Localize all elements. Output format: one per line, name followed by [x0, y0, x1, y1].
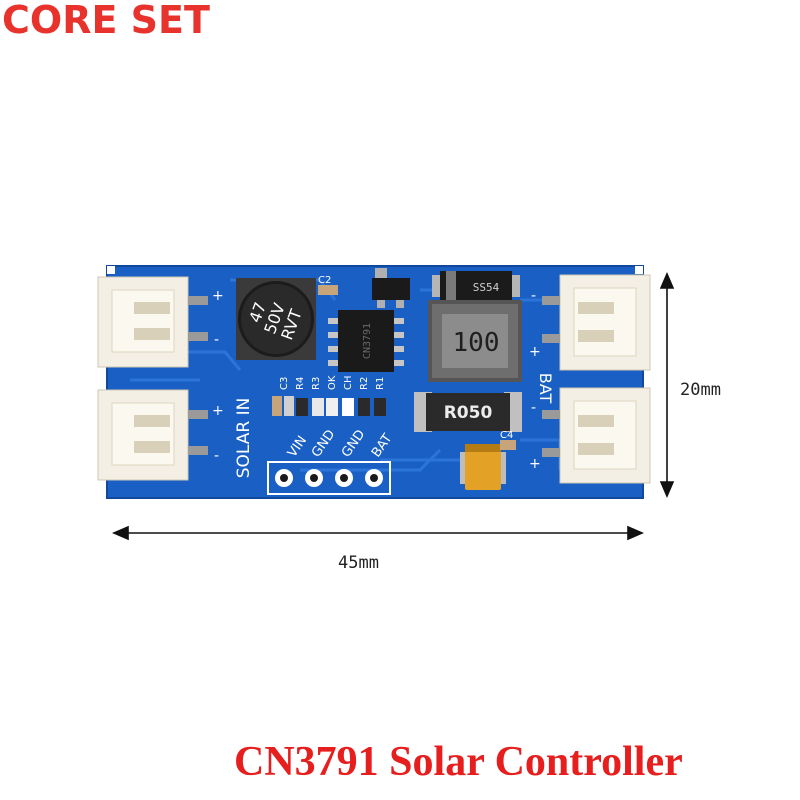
current-sense-resistor: R050 — [414, 392, 522, 432]
tantalum-capacitor — [460, 444, 506, 490]
bat-connector-bottom — [542, 387, 651, 484]
dimension-arrows — [111, 271, 675, 541]
minus-mark-3: - — [531, 288, 536, 304]
label-r1: R1 — [375, 377, 386, 390]
label-r2: R2 — [359, 377, 370, 390]
label-c3: C3 — [279, 377, 290, 390]
electrolytic-capacitor: 47 50V RVT — [236, 278, 316, 360]
plus-mark: + — [212, 288, 224, 304]
label-ok: OK — [327, 375, 338, 390]
smd-components — [272, 285, 516, 450]
pin-header — [267, 461, 391, 495]
solar-connector-bottom — [97, 389, 208, 481]
polarity-marks: + - + - - + - + — [212, 288, 541, 472]
schottky-diode: SS54 — [432, 271, 520, 301]
label-r4: R4 — [295, 377, 306, 390]
cn3791-chip: CN3791 — [328, 310, 404, 372]
height-dimension-label: 20mm — [680, 380, 721, 400]
minus-mark: - — [214, 332, 219, 348]
chip-marking: CN3791 — [362, 323, 373, 359]
minus-mark-2: - — [214, 448, 219, 464]
label-r3: R3 — [311, 377, 322, 390]
label-ch: CH — [343, 375, 354, 390]
solar-in-label: SOLAR IN — [234, 398, 254, 479]
plus-mark-4: + — [529, 456, 541, 472]
width-dimension-label: 45mm — [338, 553, 379, 573]
component-designators: C2 C3 R4 R3 OK CH R2 R1 C4 — [279, 275, 513, 441]
solar-connector-top — [97, 276, 208, 368]
diode-marking: SS54 — [473, 281, 500, 294]
plus-mark-2: + — [212, 403, 224, 419]
minus-mark-4: - — [531, 400, 536, 416]
product-caption: CN3791 Solar Controller — [234, 739, 683, 785]
label-c2: C2 — [318, 275, 331, 286]
brand-logo: CORE SET — [2, 0, 210, 42]
power-inductor: 100 — [428, 300, 522, 382]
sot-transistor — [372, 268, 410, 308]
label-c4: C4 — [500, 430, 513, 441]
bat-side-label: BAT — [536, 373, 555, 404]
inductor-marking: 100 — [453, 328, 500, 358]
plus-mark-3: + — [529, 344, 541, 360]
bat-connector-top — [542, 274, 651, 371]
resistor-marking: R050 — [444, 403, 493, 423]
